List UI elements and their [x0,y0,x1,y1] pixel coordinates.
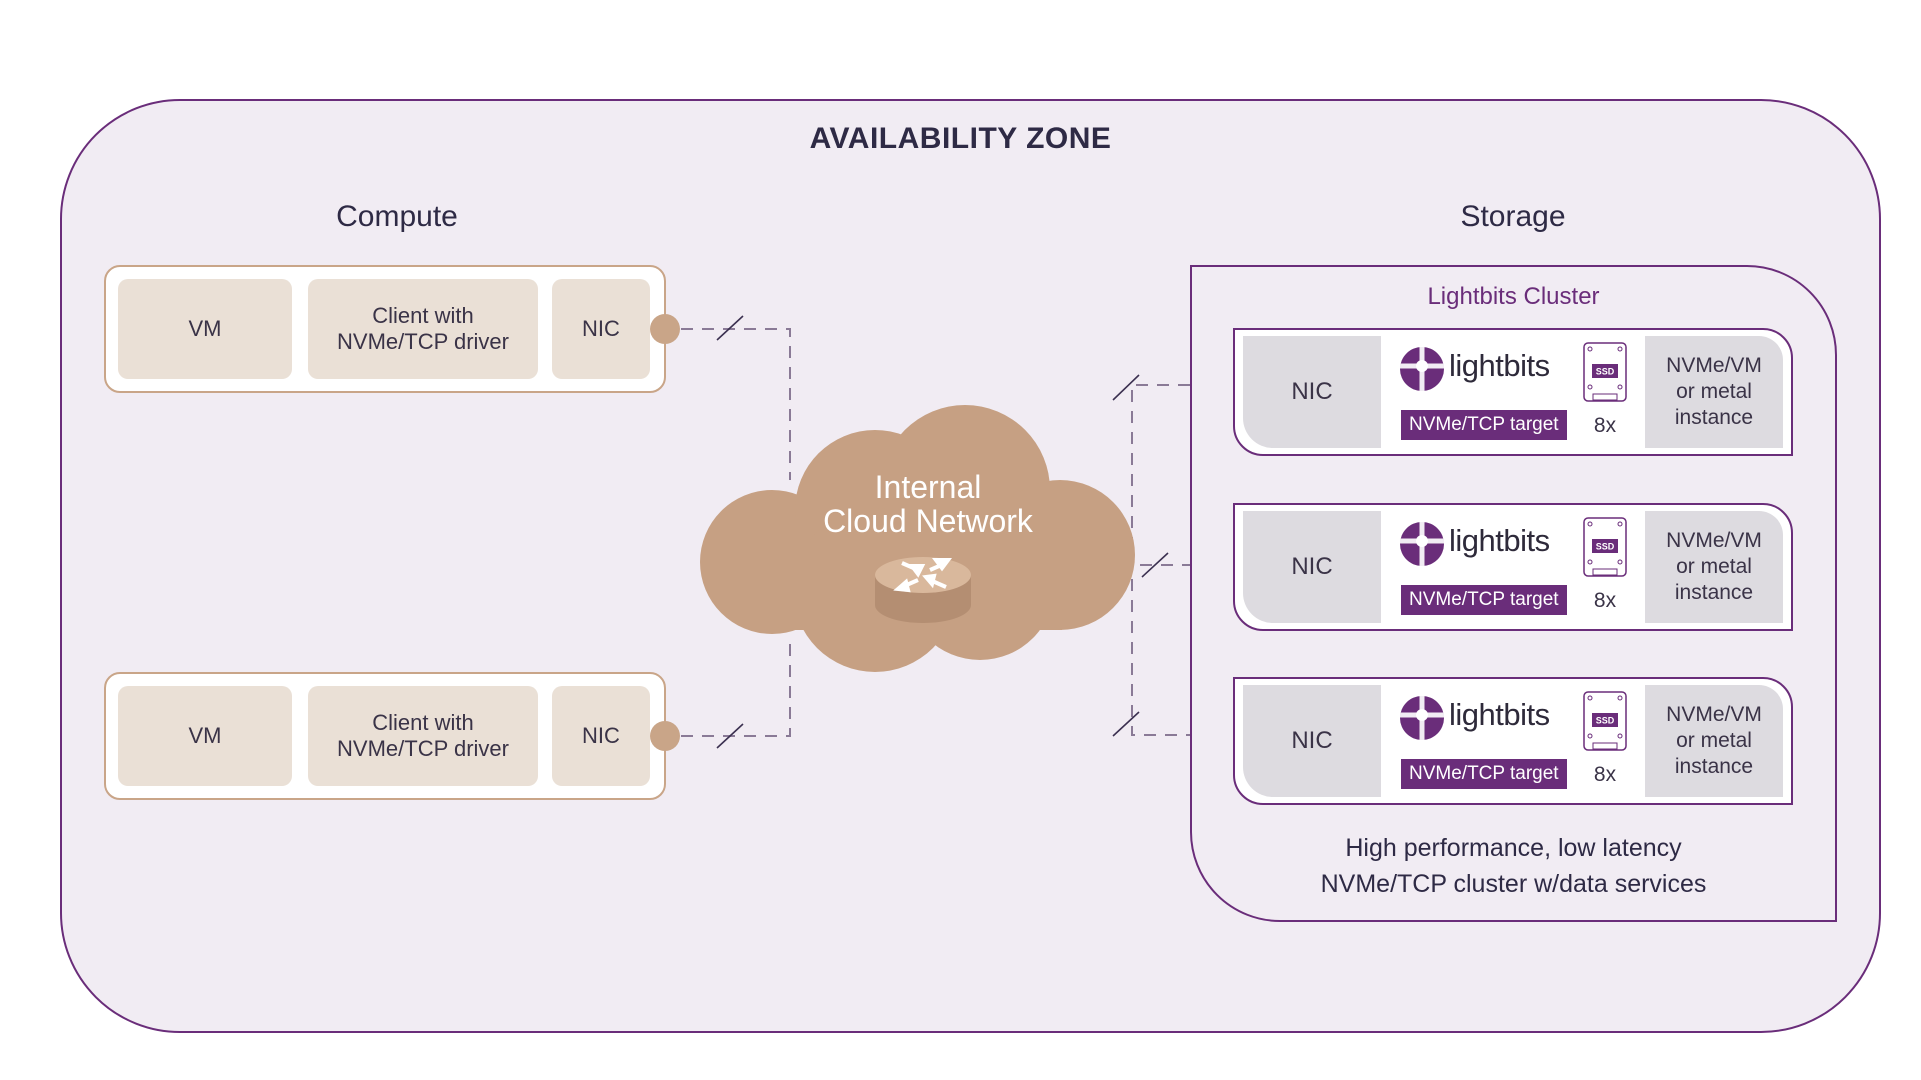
compute-label: Compute [336,200,458,233]
router-icon [875,557,971,623]
connector-compute-1 [681,328,791,480]
ssd-icon: SSD [1583,517,1627,577]
vm-box: VM [118,279,292,379]
nic-box: NIC [1243,511,1381,623]
slash-mark [716,723,744,749]
storage-label: Storage [1460,200,1566,233]
storage-node: NIC lightbits NVMe/TCP target SSD 8x NVM… [1233,677,1793,805]
nvme-tcp-target-badge: NVMe/TCP target [1401,585,1567,615]
ssd-count: 8x [1593,414,1617,437]
availability-zone-title: AVAILABILITY ZONE [809,122,1112,155]
cluster-description: High performance, low latency NVMe/TCP c… [1320,834,1707,898]
ssd-icon: SSD [1583,342,1627,402]
lightbits-logo: lightbits [1399,344,1569,394]
cloud-network-label: Internal Cloud Network [823,469,1033,539]
vm-box: VM [118,686,292,786]
svg-text:SSD: SSD [1596,367,1615,377]
nic-port-icon [650,314,680,344]
ssd-icon: SSD [1583,691,1627,751]
slash-mark [1141,552,1169,578]
slash-mark [1112,374,1140,401]
storage-node: NIC lightbits NVMe/TCP target SSD 8x NVM… [1233,328,1793,456]
storage-node: NIC lightbits NVMe/TCP target SSD 8x NVM… [1233,503,1793,631]
ssd-count: 8x [1593,763,1617,786]
svg-text:SSD: SSD [1596,716,1615,726]
nic-box: NIC [552,686,650,786]
lightbits-logo-icon [1400,347,1444,391]
slash-mark [1112,711,1140,737]
lightbits-logo: lightbits [1399,693,1569,743]
nic-port-icon [650,721,680,751]
nvme-tcp-target-badge: NVMe/TCP target [1401,410,1567,440]
connector-compute-2 [681,640,791,737]
ssd-count: 8x [1593,589,1617,612]
nvme-tcp-target-badge: NVMe/TCP target [1401,759,1567,789]
slash-mark [716,315,744,341]
cloud-icon [700,405,1135,672]
cluster-title: Lightbits Cluster [1427,283,1600,310]
nic-box: NIC [552,279,650,379]
lightbits-logo-icon [1400,522,1444,566]
lightbits-logo-icon [1400,696,1444,740]
nic-box: NIC [1243,336,1381,448]
lightbits-logo: lightbits [1399,519,1569,569]
svg-text:SSD: SSD [1596,542,1615,552]
nic-box: NIC [1243,685,1381,797]
